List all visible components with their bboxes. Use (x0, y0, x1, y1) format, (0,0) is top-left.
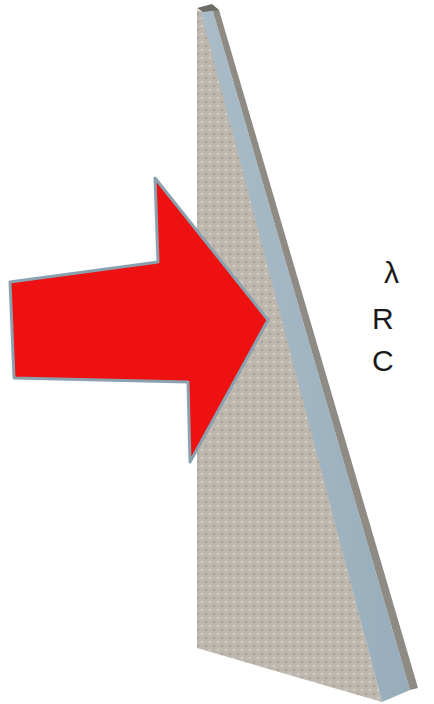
wall-top (197, 4, 219, 12)
heat-flow-arrow (10, 178, 268, 462)
property-symbol: C (372, 346, 394, 376)
property-symbol: R (372, 304, 394, 334)
property-symbol: λ (384, 258, 399, 288)
